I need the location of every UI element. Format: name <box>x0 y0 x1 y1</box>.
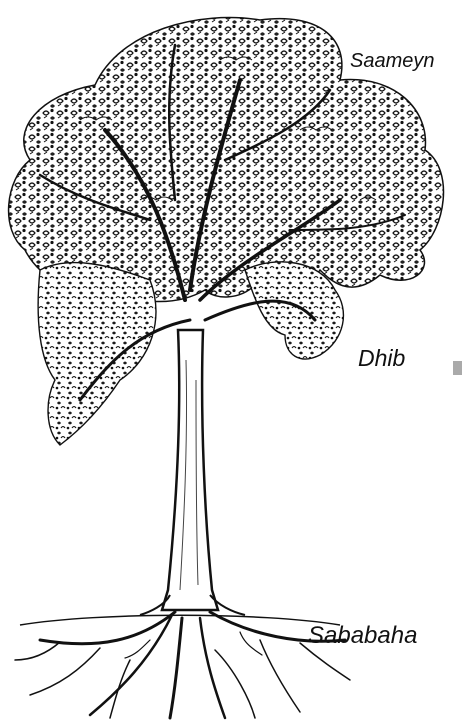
roots-label: Sababaha <box>308 622 417 650</box>
trunk <box>140 330 245 615</box>
edge-marker <box>453 361 462 375</box>
trunk-label: Dhib <box>358 345 405 372</box>
canopy <box>9 18 444 445</box>
roots <box>15 612 350 718</box>
leaves-label: Saameyn <box>350 50 435 73</box>
